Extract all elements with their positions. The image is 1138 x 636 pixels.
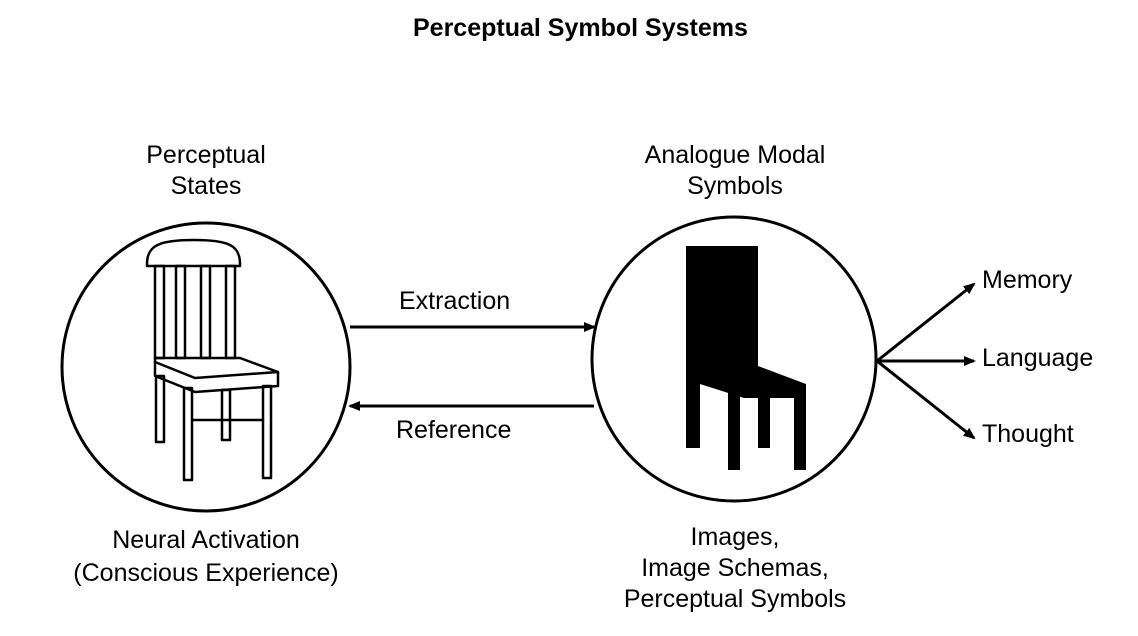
images-caption-line1: Images, xyxy=(690,523,780,551)
thought-label: Thought xyxy=(982,420,1074,448)
perceptual-states-heading-line1: Perceptual xyxy=(146,141,266,169)
perceptual-states-heading: Perceptual States xyxy=(106,140,306,202)
neural-activation-caption-line1: Neural Activation xyxy=(112,526,300,554)
memory-arrow xyxy=(876,282,976,363)
perceptual-states-heading-line2: States xyxy=(170,172,242,200)
reference-label: Reference xyxy=(396,416,512,444)
images-caption-line2: Image Schemas, xyxy=(641,554,829,582)
analogue-symbols-heading-line1: Analogue Modal xyxy=(644,141,826,169)
memory-label: Memory xyxy=(982,266,1073,294)
analogue-symbols-heading: Analogue Modal Symbols xyxy=(610,140,860,202)
perceptual-states-circle xyxy=(60,221,352,513)
images-caption-line3: Perceptual Symbols xyxy=(623,585,847,613)
neural-activation-caption-line2: (Conscious Experience) xyxy=(73,559,339,587)
chair-outline-icon xyxy=(145,238,280,482)
images-caption: Images, Image Schemas, Perceptual Symbol… xyxy=(600,522,870,615)
analogue-symbols-circle xyxy=(590,215,878,503)
diagram-title: Perceptual Symbol Systems xyxy=(413,14,748,42)
thought-arrow xyxy=(876,359,976,440)
extraction-label: Extraction xyxy=(399,287,511,315)
analogue-symbols-heading-line2: Symbols xyxy=(687,172,783,200)
chair-silhouette-icon xyxy=(686,246,806,470)
neural-activation-caption: Neural Activation (Conscious Experience) xyxy=(56,524,356,590)
language-label: Language xyxy=(982,344,1094,372)
